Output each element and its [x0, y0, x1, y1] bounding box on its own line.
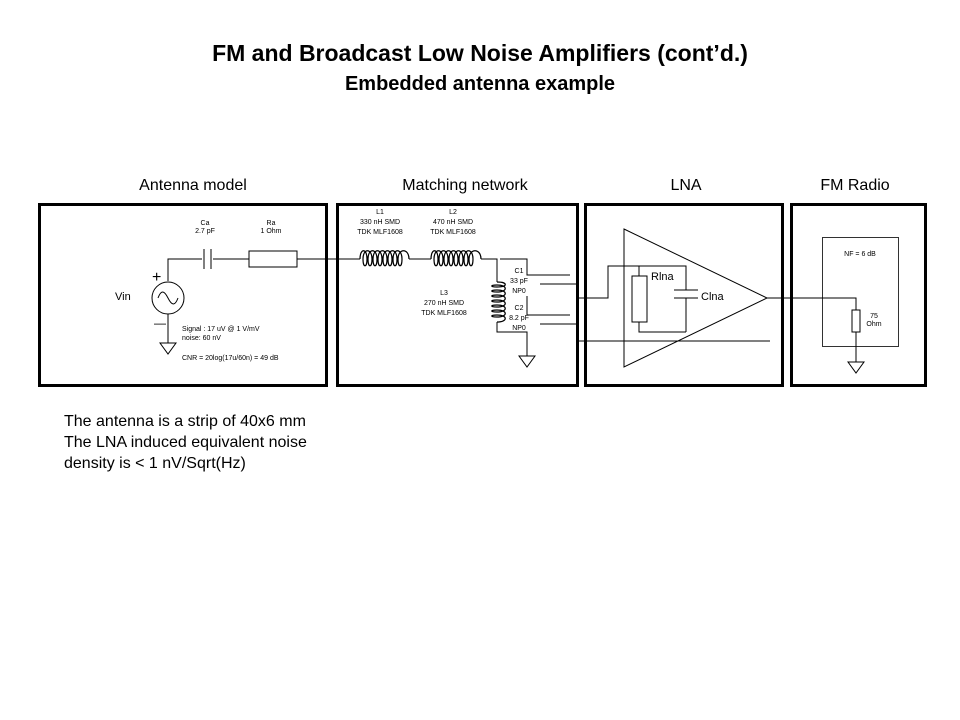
label-signal: Signal : 17 uV @ 1 V/mV: [182, 326, 260, 333]
label-l3-name: L3: [440, 290, 448, 297]
amplifier-icon: [623, 228, 769, 368]
label-load-value: 75: [870, 313, 878, 320]
fm-radio-box: [790, 203, 927, 387]
ground-icon: [518, 355, 536, 368]
section-label-antenna-model: Antenna model: [139, 177, 247, 194]
note-line: The antenna is a strip of 40x6 mm: [64, 413, 306, 430]
label-clna: Clna: [701, 291, 725, 303]
label-c1-name: C1: [515, 268, 524, 275]
resistor-load-icon: [851, 309, 861, 333]
label-ra-value: 1 Ohm: [260, 228, 281, 235]
label-l2-value: 470 nH SMD: [433, 219, 473, 226]
radio-input-box: [822, 237, 899, 347]
label-c2-name: C2: [515, 305, 524, 312]
sine-wave-icon: [157, 291, 179, 305]
lna-box: [584, 203, 784, 387]
inductor-l1-icon: [359, 250, 410, 267]
resistor-rlna-icon: [631, 275, 648, 323]
inductor-l3-icon: [491, 281, 506, 323]
label-load-unit: Ohm: [866, 321, 881, 328]
label-rlna: Rlna: [651, 271, 675, 283]
label-ca-name: Ca: [201, 220, 210, 227]
section-label-matching-network: Matching network: [402, 177, 528, 194]
capacitor-c2-icon: [527, 314, 570, 325]
label-l3-value: 270 nH SMD: [424, 300, 464, 307]
label-l2-name: L2: [449, 209, 457, 216]
capacitor-ca-icon: [203, 249, 212, 269]
label-c2-value: 8.2 pF: [509, 315, 529, 322]
section-label-lna: LNA: [670, 177, 702, 194]
notes: The antenna is a strip of 40x6 mm The LN…: [64, 411, 307, 474]
resistor-ra-icon: [248, 250, 298, 268]
note-line: The LNA induced equivalent noise: [64, 434, 307, 451]
section-label-fm-radio: FM Radio: [820, 177, 890, 194]
note-line: density is < 1 nV/Sqrt(Hz): [64, 455, 246, 472]
label-ra-name: Ra: [267, 220, 276, 227]
voltage-source-icon: [151, 281, 185, 315]
label-vin: Vin: [115, 291, 131, 303]
inductor-l2-icon: [430, 250, 482, 267]
label-c1-value: 33 pF: [510, 278, 528, 285]
label-c1-type: NP0: [512, 288, 526, 295]
ground-icon: [159, 342, 177, 355]
label-l1-part: TDK MLF1608: [357, 229, 403, 236]
label-cnr: CNR = 20log(17u/60n) = 49 dB: [182, 355, 279, 362]
antenna-model-box: [38, 203, 328, 387]
label-ca-value: 2.7 pF: [195, 228, 215, 235]
page-subtitle: Embedded antenna example: [344, 73, 616, 95]
capacitor-c1-icon: [527, 274, 570, 285]
label-l3-part: TDK MLF1608: [421, 310, 467, 317]
label-c2-type: NP0: [512, 325, 526, 332]
wires: [167, 258, 857, 362]
page-title: FM and Broadcast Low Noise Amplifiers (c…: [212, 40, 748, 66]
label-noise: noise: 60 nV: [182, 335, 221, 342]
label-l1-value: 330 nH SMD: [360, 219, 400, 226]
plus-sign: +: [152, 269, 161, 286]
capacitor-clna-icon: [674, 289, 698, 299]
minus-sign: —: [154, 316, 166, 330]
label-nf: NF = 6 dB: [844, 251, 876, 258]
ground-icon: [847, 361, 865, 374]
label-l1-name: L1: [376, 209, 384, 216]
label-l2-part: TDK MLF1608: [430, 229, 476, 236]
